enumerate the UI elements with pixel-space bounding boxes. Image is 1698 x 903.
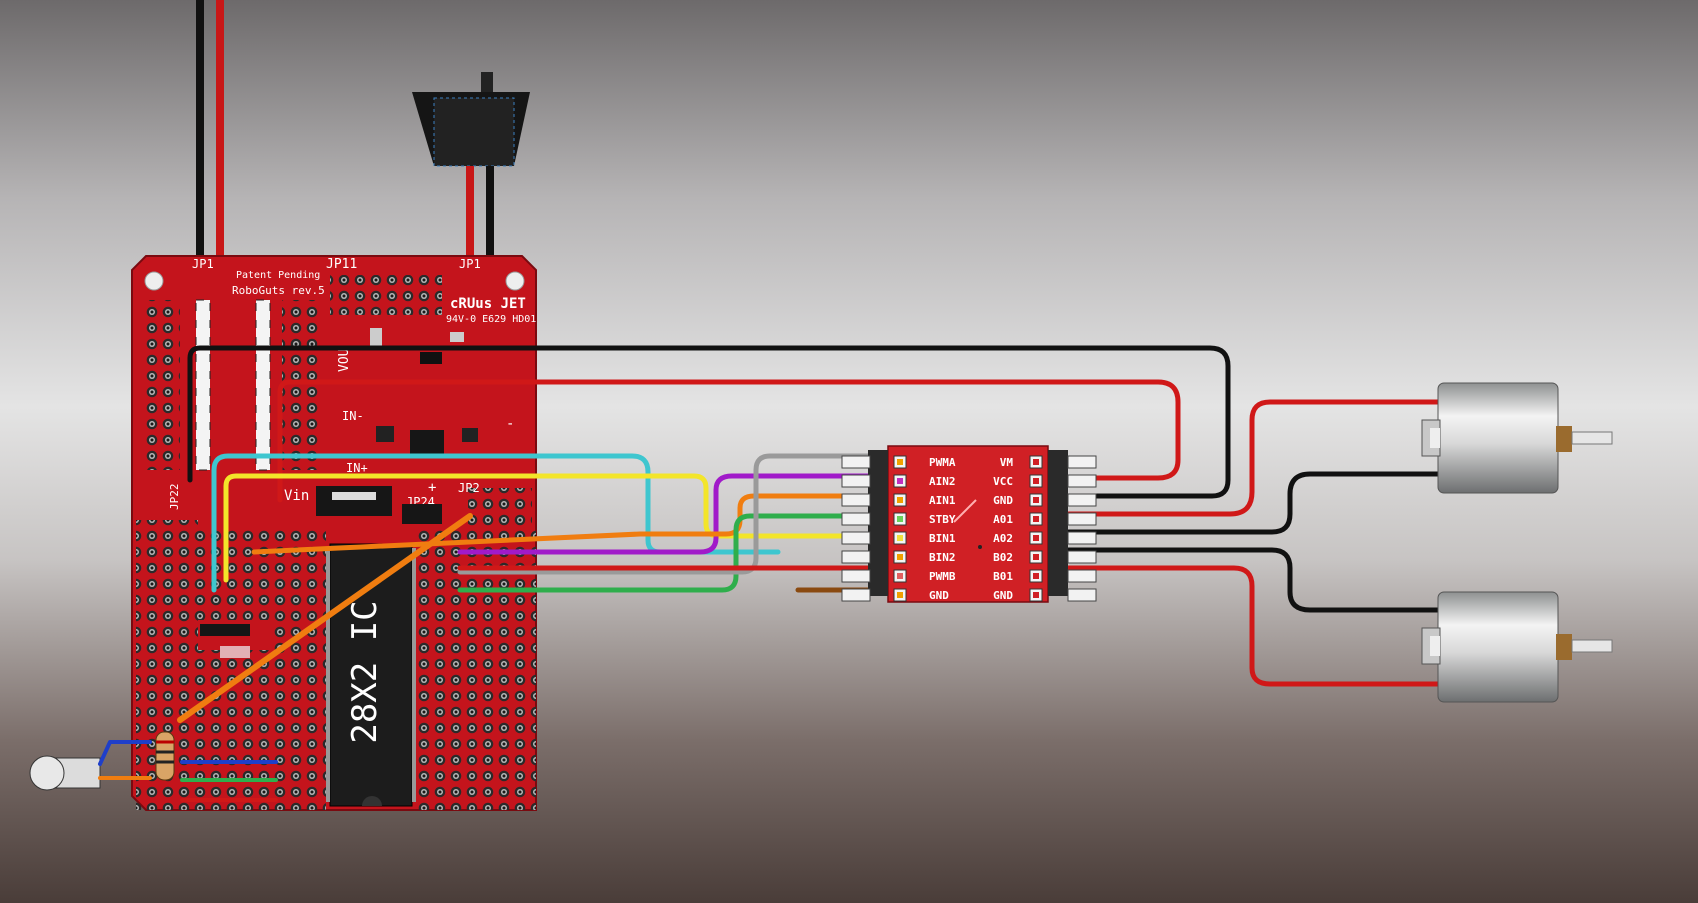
pin-label-gnd: GND — [993, 589, 1013, 602]
pin-label-pwmb: PWMB — [929, 570, 956, 583]
right-pin-tail — [1067, 512, 1097, 526]
pin-label-pwma: PWMA — [929, 456, 956, 469]
left-pin-tail — [841, 531, 871, 545]
jp1-left-label: JP1 — [192, 257, 214, 271]
jp11-label: JP11 — [326, 257, 357, 272]
roboguts-board: JP1 JP1 JP11 Patent Pending RoboGuts rev… — [29, 255, 537, 811]
left-pin-dot — [897, 573, 903, 579]
left-pin-dot — [897, 554, 903, 560]
left-pin-dot — [897, 535, 903, 541]
wire-red-vm — [277, 379, 1181, 503]
led-indicator — [420, 352, 442, 364]
jp24-header — [402, 504, 442, 524]
jp22-label: JP22 — [168, 484, 181, 511]
wire-gray — [457, 453, 883, 575]
battery-leads — [196, 0, 224, 282]
minus-label: - — [506, 416, 514, 432]
right-pin-dot — [1033, 535, 1039, 541]
right-pin-dot — [1033, 592, 1039, 598]
left-pin-tail — [841, 588, 871, 602]
signal-wires — [98, 345, 1231, 802]
left-pin-tail — [841, 512, 871, 526]
right-pin-dot — [1033, 554, 1039, 560]
chip-small — [410, 430, 444, 454]
right-pin-dot — [1033, 478, 1039, 484]
wire-motor-b-red — [1037, 565, 1443, 687]
ic-label: 28X2 IC — [345, 600, 385, 743]
motor-b — [1421, 591, 1613, 703]
left-pin-tail — [841, 455, 871, 469]
pin-label-a01: A01 — [993, 513, 1013, 526]
left-pin-tail — [841, 550, 871, 564]
pin-label-gnd: GND — [929, 589, 949, 602]
right-pin-tail — [1067, 474, 1097, 488]
wire-motor-a-red — [1037, 399, 1443, 517]
right-pin-tail — [1067, 550, 1097, 564]
right-pin-dot — [1033, 516, 1039, 522]
wire-black-vcc — [187, 345, 1231, 499]
jp2-label: JP2 — [458, 481, 480, 495]
right-pin-tail — [1067, 588, 1097, 602]
left-pin-tail — [841, 493, 871, 507]
ul-mark: cRUus JET — [450, 296, 526, 312]
in-plus-label: IN+ — [346, 461, 368, 475]
pin-label-stby: STBY — [929, 513, 956, 526]
pin-label-vm: VM — [1000, 456, 1014, 469]
resistor — [155, 731, 175, 781]
left-pin-dot — [897, 516, 903, 522]
board-name: RoboGuts rev.5 — [232, 284, 325, 297]
pin-label-b01: B01 — [993, 570, 1013, 583]
wire-motor-a-black — [1037, 471, 1443, 535]
right-pin-tail — [1067, 493, 1097, 507]
ir-sensor-led — [29, 755, 101, 791]
right-pin-tail — [1067, 569, 1097, 583]
wire-purple — [457, 473, 883, 555]
right-pin-tail — [1067, 455, 1097, 469]
pin-label-bin1: BIN1 — [929, 532, 956, 545]
pin-label-a02: A02 — [993, 532, 1013, 545]
left-pin-dot — [897, 497, 903, 503]
pin-label-bin2: BIN2 — [929, 551, 956, 564]
jp1-right-label: JP1 — [459, 257, 481, 271]
voltage-regulator — [316, 486, 392, 516]
wire-motor-b-black — [1037, 547, 1443, 613]
pin-label-ain2: AIN2 — [929, 475, 956, 488]
left-pin-tail — [841, 569, 871, 583]
wire-green — [457, 513, 883, 593]
right-pin-dot — [1033, 573, 1039, 579]
motor-a — [1421, 382, 1613, 494]
left-pin-dot — [897, 478, 903, 484]
vout-label: VOU — [337, 349, 352, 372]
patent-label: Patent Pending — [236, 270, 320, 281]
left-pin-dot — [897, 592, 903, 598]
plus-label: + — [428, 480, 436, 496]
in-minus-label: IN- — [342, 409, 364, 423]
pin-label-gnd: GND — [993, 494, 1013, 507]
pin-label-vcc: VCC — [993, 475, 1013, 488]
right-pin-tail — [1067, 531, 1097, 545]
right-pin-dot — [1033, 459, 1039, 465]
ul-code: 94V-0 E629 HD01 — [446, 314, 536, 325]
pin-label-b02: B02 — [993, 551, 1013, 564]
left-pin-dot — [897, 459, 903, 465]
motor-wires — [1037, 399, 1443, 687]
wire-orange-diagonal — [177, 513, 473, 723]
right-pin-dot — [1033, 497, 1039, 503]
pin-label-ain1: AIN1 — [929, 494, 956, 507]
left-pin-tail — [841, 474, 871, 488]
wire-cyan — [211, 453, 781, 593]
vin-label: Vin — [284, 488, 309, 504]
